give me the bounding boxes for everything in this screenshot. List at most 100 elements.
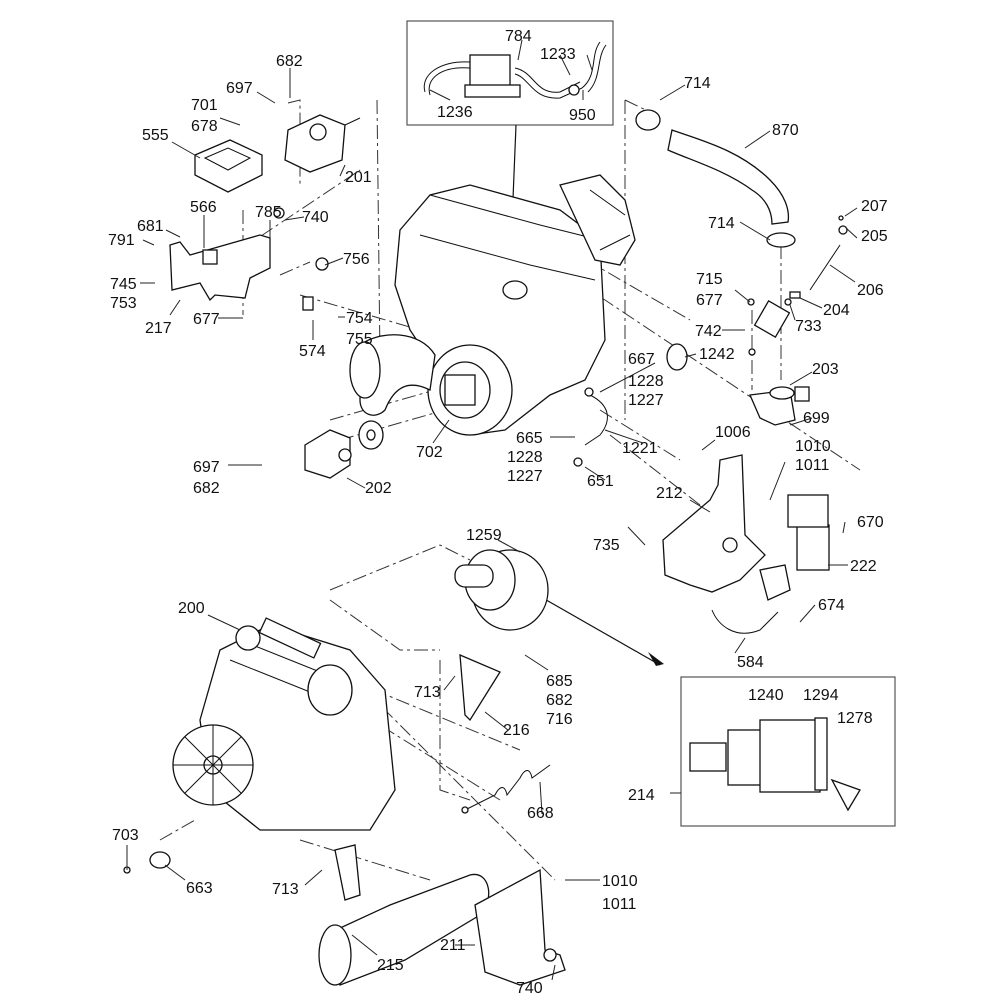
callout-674: 674 xyxy=(818,597,845,614)
callout-733: 733 xyxy=(795,318,822,335)
part-1259-air-filter xyxy=(454,549,549,631)
callout-682-mid: 682 xyxy=(546,692,573,709)
callout-1259: 1259 xyxy=(466,527,502,544)
callout-labels: 682 697 701 678 555 201 566 785 740 681 … xyxy=(108,28,888,997)
callout-697-bot: 697 xyxy=(193,459,220,476)
callout-1228-a: 1228 xyxy=(628,373,664,390)
part-1242-gasket xyxy=(666,343,688,371)
callout-1010-top: 1010 xyxy=(795,438,831,455)
callout-207: 207 xyxy=(861,198,888,215)
callout-555: 555 xyxy=(142,127,169,144)
callout-791: 791 xyxy=(108,232,135,249)
callout-870: 870 xyxy=(772,122,799,139)
callout-566: 566 xyxy=(190,199,217,216)
callout-1227-a: 1227 xyxy=(628,392,664,409)
air-filter-detail-box xyxy=(680,676,896,827)
part-222-filter xyxy=(759,494,830,601)
callout-216: 216 xyxy=(503,722,530,739)
callout-670: 670 xyxy=(857,514,884,531)
callout-740-bot: 740 xyxy=(516,980,543,997)
callout-755: 755 xyxy=(346,331,373,348)
part-211-bracket xyxy=(474,868,566,986)
callout-740: 740 xyxy=(302,209,329,226)
part-206-rod xyxy=(784,215,848,306)
callout-742: 742 xyxy=(695,323,722,340)
part-668-spring xyxy=(461,764,551,814)
callout-681: 681 xyxy=(137,218,164,235)
callout-206: 206 xyxy=(857,282,884,299)
callout-651: 651 xyxy=(587,473,614,490)
callout-699: 699 xyxy=(803,410,830,427)
callout-1010-bot: 1010 xyxy=(602,873,638,890)
callout-222: 222 xyxy=(850,558,877,575)
callout-1006: 1006 xyxy=(715,424,751,441)
callout-702: 702 xyxy=(416,444,443,461)
callout-682-bot: 682 xyxy=(193,480,220,497)
part-216-bracket xyxy=(459,653,501,722)
callout-665: 665 xyxy=(516,430,543,447)
callout-1011-top: 1011 xyxy=(795,457,830,474)
part-fan xyxy=(172,724,254,806)
callout-1221: 1221 xyxy=(622,440,658,457)
callout-685: 685 xyxy=(546,673,573,690)
callout-950: 950 xyxy=(569,107,596,124)
callout-1236: 1236 xyxy=(437,104,473,121)
callout-667: 667 xyxy=(628,351,655,368)
part-exhaust-upper xyxy=(349,334,436,416)
callout-203: 203 xyxy=(812,361,839,378)
callout-1228-b: 1228 xyxy=(507,449,543,466)
callout-201: 201 xyxy=(345,169,372,186)
callout-200: 200 xyxy=(178,600,205,617)
part-870-hose xyxy=(635,109,796,248)
callout-574: 574 xyxy=(299,343,326,360)
callout-713-bot: 713 xyxy=(272,881,299,898)
callout-1011-bot: 1011 xyxy=(602,896,637,913)
callout-677: 677 xyxy=(193,311,220,328)
part-584-wire xyxy=(711,609,779,634)
callout-202: 202 xyxy=(365,480,392,497)
part-212-bracket xyxy=(662,454,766,593)
callout-204: 204 xyxy=(823,302,850,319)
part-740-clamps xyxy=(273,207,329,311)
callout-753: 753 xyxy=(110,295,137,312)
part-engine-upper xyxy=(394,174,636,436)
callout-784: 784 xyxy=(505,28,532,45)
callout-205: 205 xyxy=(861,228,888,245)
callout-756: 756 xyxy=(343,251,370,268)
callout-663: 663 xyxy=(186,880,213,897)
callout-678: 678 xyxy=(191,118,218,135)
callout-212: 212 xyxy=(656,485,683,502)
callout-211: 211 xyxy=(440,937,466,954)
callout-701: 701 xyxy=(191,97,218,114)
callout-1278: 1278 xyxy=(837,710,873,727)
callout-735: 735 xyxy=(593,537,620,554)
part-203-housing xyxy=(749,386,810,426)
callout-715: 715 xyxy=(696,271,723,288)
callout-214: 214 xyxy=(628,787,655,804)
callout-682: 682 xyxy=(276,53,303,70)
callout-677-right: 677 xyxy=(696,292,723,309)
hose-detail-parts xyxy=(423,41,607,99)
part-215-muffler xyxy=(318,844,490,986)
callout-668: 668 xyxy=(527,805,554,822)
part-217-bracket xyxy=(169,234,271,302)
callout-1294: 1294 xyxy=(803,687,839,704)
callout-1227-b: 1227 xyxy=(507,468,543,485)
part-201-pump xyxy=(284,114,361,173)
callout-716: 716 xyxy=(546,711,573,728)
part-742-solenoid xyxy=(747,298,791,356)
callout-785: 785 xyxy=(255,204,282,221)
callout-754: 754 xyxy=(346,310,373,327)
leader-lines xyxy=(126,39,858,981)
part-202-pump xyxy=(304,420,384,479)
callout-745: 745 xyxy=(110,276,137,293)
callout-713-mid: 713 xyxy=(414,684,441,701)
callout-217: 217 xyxy=(145,320,172,337)
callout-1240: 1240 xyxy=(748,687,784,704)
callout-1242: 1242 xyxy=(699,346,735,363)
callout-1233: 1233 xyxy=(540,46,576,63)
callout-697: 697 xyxy=(226,80,253,97)
callout-714: 714 xyxy=(684,75,711,92)
part-1221-pipe xyxy=(573,387,608,467)
